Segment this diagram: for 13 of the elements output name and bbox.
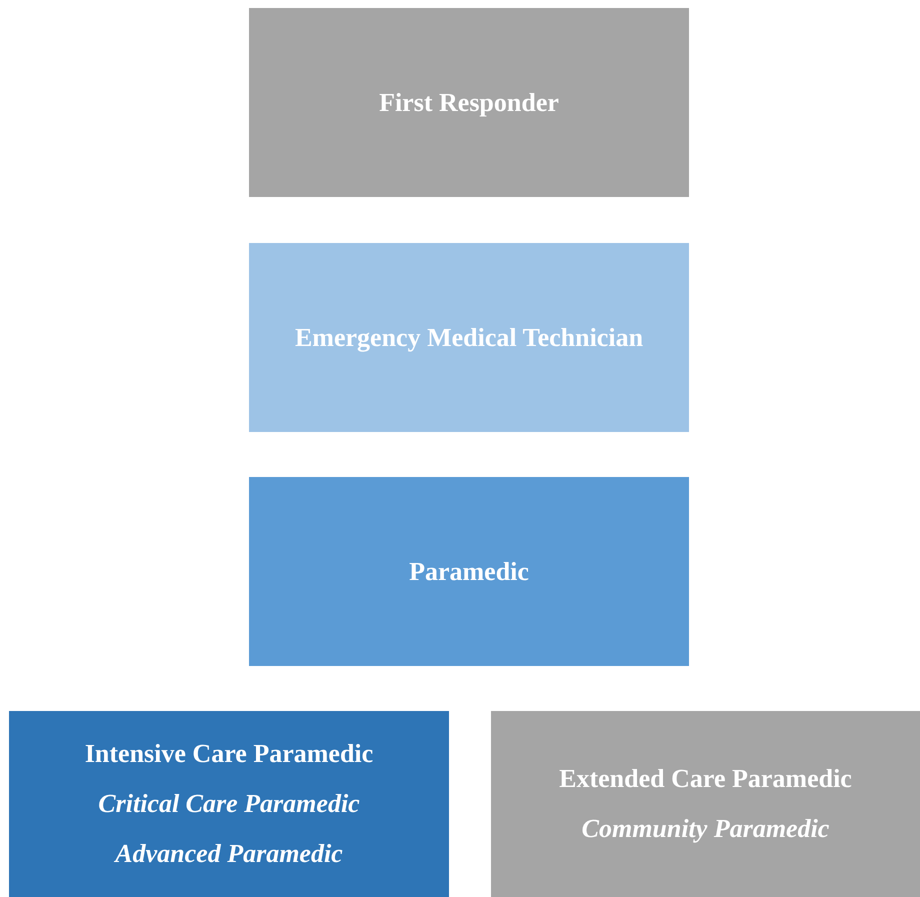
level-box: [9, 711, 449, 897]
level-box: [249, 243, 689, 432]
level-title: Paramedic: [409, 556, 529, 588]
level-title: First Responder: [379, 86, 559, 118]
alternate-title: Community Paramedic: [582, 813, 830, 845]
alternate-title: Critical Care Paramedic: [98, 788, 360, 820]
level-box: [249, 8, 689, 197]
level-title: Emergency Medical Technician: [294, 322, 644, 354]
level-title: Extended Care Paramedic: [559, 763, 852, 795]
level-title: Intensive Care Paramedic: [84, 738, 374, 770]
level-box: [249, 477, 689, 666]
alternate-title: Advanced Paramedic: [115, 838, 343, 870]
level-box: [491, 711, 920, 897]
